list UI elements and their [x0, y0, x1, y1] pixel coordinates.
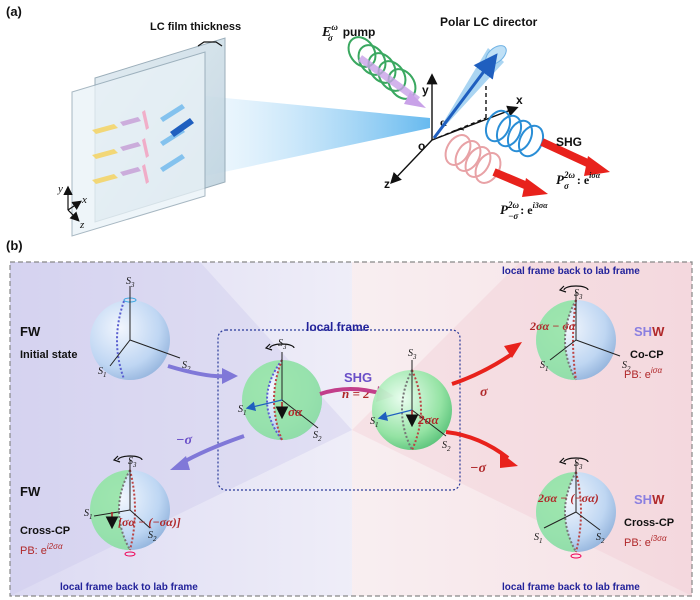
shg-label: SHG — [556, 135, 582, 149]
arrow-minus-sigma-left-label: −σ — [176, 433, 192, 448]
two-sigma-alpha-label: 2σα — [417, 412, 440, 427]
panel-a-tag: (a) — [6, 4, 22, 19]
film-axis-x: x — [81, 194, 87, 206]
s1-label-5: S1 — [534, 532, 543, 545]
director-label: Polar LC director — [440, 15, 538, 29]
film-axis-z: z — [79, 219, 85, 231]
s2-label-4: S2 — [622, 360, 631, 373]
sphere-cross-cp-right — [536, 457, 616, 559]
pump-arrow — [357, 55, 421, 103]
p-minus-sigma-label: P2ω−σ: ei3σα — [500, 200, 548, 221]
arrow-sigma-co — [451, 352, 514, 386]
sphere-local-sigma — [242, 343, 322, 441]
s2-label-2: S2 — [313, 430, 322, 443]
film-axes — [63, 185, 82, 222]
arrow-shg — [319, 387, 383, 396]
s1-label-1: S1 — [98, 366, 107, 379]
film-axis-y: y — [57, 183, 63, 195]
cross-shw-label: SHW — [634, 492, 665, 507]
s3-label-3: S3 — [408, 348, 417, 361]
alpha-label: α — [440, 115, 447, 129]
initial-state-label: Initial state — [20, 349, 77, 361]
s3-label-5: S3 — [574, 458, 583, 471]
coordinate-axes — [390, 73, 519, 185]
s1-label-6: S1 — [84, 508, 93, 521]
axis-z: z — [384, 177, 390, 191]
back-to-lab-bottom-left: local frame back to lab frame — [60, 582, 198, 593]
local-frame-label: local frame — [306, 320, 370, 334]
axis-y: y — [422, 83, 429, 97]
sphere-cross-cp-left — [90, 455, 170, 557]
s2-label-1: S2 — [182, 360, 191, 373]
cross-cp-left-label: Cross-CP — [20, 525, 70, 537]
sphere-co-cp — [536, 285, 621, 381]
s2-label-5: S2 — [596, 532, 605, 545]
co-expr-label: 2σα − σα — [529, 319, 576, 333]
s1-label-2: S1 — [238, 404, 247, 417]
director-cone — [432, 45, 507, 139]
back-to-lab-top: local frame back to lab frame — [502, 266, 640, 277]
thickness-bracket — [197, 41, 223, 47]
left-expr-label: [σα − (−σα)] — [118, 515, 181, 529]
pb-left-label: PB: ei2σα — [20, 542, 63, 557]
s3-label-4: S3 — [574, 288, 583, 301]
local-frame-box — [217, 329, 461, 491]
s3-label-6: S3 — [128, 456, 137, 469]
pb-co-label: PB: eiσα — [624, 366, 663, 381]
s1-label-3: S1 — [370, 416, 379, 429]
co-shw-label: SHW — [634, 324, 665, 339]
cross-expr-label: 2σα − (−σα) — [537, 491, 599, 505]
arrow-sigma-label: σ — [480, 385, 488, 400]
cross-shg-helix — [444, 134, 502, 184]
s3-label-2: S3 — [278, 338, 287, 351]
pb-cross-label: PB: ei3σα — [624, 534, 667, 549]
back-to-lab-bottom-right: local frame back to lab frame — [502, 582, 640, 593]
s3-label-1: S3 — [126, 276, 135, 289]
light-beam — [205, 96, 430, 176]
film-thickness-label: LC film thickness — [150, 21, 241, 33]
fw-cross-label: FW — [20, 484, 41, 499]
axis-origin: o — [418, 139, 425, 153]
arrow-minus-sigma-right-label: −σ — [470, 461, 486, 476]
cross-cp-right-label: Cross-CP — [624, 517, 674, 529]
sphere-initial — [90, 286, 181, 380]
arrow-minus-sigma-cross — [445, 430, 510, 460]
axis-x: x — [516, 93, 523, 107]
shg-mid-label: SHG — [344, 370, 372, 385]
fw-initial-label: FW — [20, 324, 41, 339]
co-cp-label: Co-CP — [630, 349, 664, 361]
s1-label-4: S1 — [540, 360, 549, 373]
shg-arrow-co — [540, 138, 596, 170]
s2-label-3: S2 — [442, 440, 451, 453]
lc-molecules — [92, 104, 194, 184]
sigma-alpha-label: σα — [288, 404, 303, 419]
s2-label-6: S2 — [148, 530, 157, 543]
panel-b-tag: (b) — [6, 238, 23, 253]
